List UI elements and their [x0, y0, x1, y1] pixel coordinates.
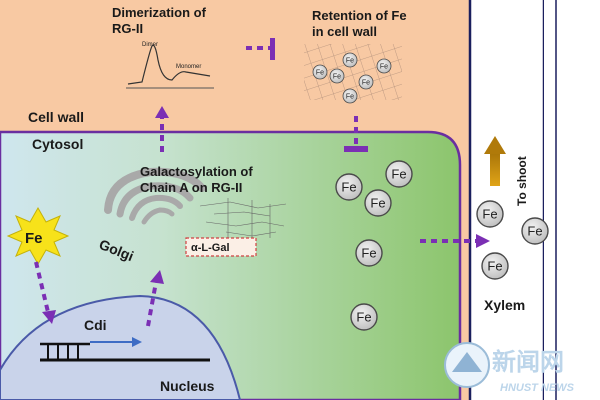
fe-burst-label: Fe [25, 230, 43, 247]
fe-ion: Fe [364, 189, 392, 217]
cytosol-label: Cytosol [32, 136, 83, 152]
fe-ion: Fe [342, 52, 358, 68]
fe-ion: Fe [342, 88, 358, 104]
fe-ion-label: Fe [341, 180, 356, 195]
fe-to-nucleus-arrow [34, 261, 50, 313]
fe-ion-label: Fe [391, 167, 406, 182]
nucleus-to-golgi-arrow [146, 281, 158, 327]
fe-ion-label: Fe [380, 64, 388, 71]
dimer-label: Dimer [142, 42, 158, 48]
galactosylation-title: Galactosylation of [140, 164, 253, 179]
fe-ion: Fe [358, 74, 374, 90]
fe-ion: Fe [355, 239, 383, 267]
cdi-label: Cdi [84, 317, 107, 333]
flow-arrows [34, 46, 476, 327]
galactosylation-title-2: Chain A on RG-II [140, 180, 242, 195]
fe-ion-label: Fe [346, 58, 354, 65]
retention-title: Retention of Fe [312, 8, 407, 23]
fe-ion: Fe [481, 252, 509, 280]
dimerization-title: Dimerization of [112, 5, 207, 20]
fe-ion: Fe [521, 217, 549, 245]
alpha-l-gal-label: α-L-Gal [191, 242, 230, 254]
fe-ion: Fe [385, 160, 413, 188]
nucleus-label: Nucleus [160, 378, 215, 394]
dimerization-chromatogram [126, 44, 214, 89]
fe-ion-label: Fe [356, 310, 371, 325]
fe-ion-label: Fe [370, 196, 385, 211]
watermark-cn: 新闻网 [492, 348, 564, 376]
inhibition-bar-icon [270, 38, 275, 60]
arrow-heads [42, 106, 490, 324]
fe-ion-label: Fe [487, 259, 502, 274]
fe-ion: Fe [350, 303, 378, 331]
inhibition-bar-icon [344, 146, 368, 152]
fe-ion: Fe [312, 64, 328, 80]
retention-title-2: in cell wall [312, 24, 377, 39]
dimerization-title-2: RG-II [112, 21, 143, 36]
fe-ion-label: Fe [316, 70, 324, 77]
fe-ion-label: Fe [361, 246, 376, 261]
fe-ion: Fe [335, 173, 363, 201]
transcription-arrow [90, 337, 142, 347]
fe-ion: Fe [476, 200, 504, 228]
fe-ion: Fe [376, 58, 392, 74]
xylem-vessel [468, 0, 600, 400]
watermark-en: HNUST NEWS [500, 382, 575, 394]
up-arrow-icon [484, 136, 506, 186]
to-shoot-label: To shoot [515, 156, 529, 206]
cell-wall-label: Cell wall [28, 109, 84, 125]
fe-ion: Fe [329, 68, 345, 84]
fe-ion-label: Fe [333, 74, 341, 81]
golgi-apparatus [104, 167, 206, 225]
hnust-logo [444, 342, 490, 388]
cdi-gene [40, 342, 210, 362]
fe-ion-label: Fe [362, 80, 370, 87]
fe-ion-label: Fe [527, 224, 542, 239]
nucleus [0, 294, 242, 400]
xylem-label: Xylem [484, 297, 525, 313]
monomer-label: Monomer [176, 64, 201, 70]
rg-ii-structure [199, 198, 287, 242]
fe-ion-label: Fe [346, 94, 354, 101]
alpha-l-gal-box [185, 237, 257, 257]
fe-ion-label: Fe [482, 207, 497, 222]
